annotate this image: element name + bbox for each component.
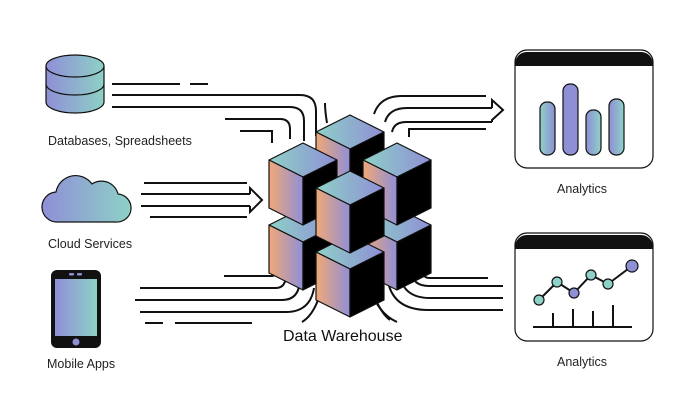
flow-arrows-cloud <box>141 182 264 218</box>
output-label-bar: Analytics <box>557 182 608 196</box>
cloud-icon <box>41 174 132 223</box>
flow-lines-databases <box>112 83 317 143</box>
source-label-cloud: Cloud Services <box>48 237 133 251</box>
source-label-mobile: Mobile Apps <box>47 357 116 371</box>
flow-arrows-to-analytics-bar <box>373 95 505 137</box>
cube-center <box>315 170 385 254</box>
hub-label: Data Warehouse <box>283 328 403 345</box>
bar-chart-window-icon <box>514 49 654 169</box>
mobile-phone-icon <box>51 270 101 348</box>
output-label-line: Analytics <box>557 355 608 369</box>
line-chart-window-icon <box>514 232 654 342</box>
database-icon <box>45 54 105 114</box>
source-label-databases: Databases, Spreadsheets <box>48 134 192 148</box>
cube-cluster-icon <box>268 114 432 318</box>
